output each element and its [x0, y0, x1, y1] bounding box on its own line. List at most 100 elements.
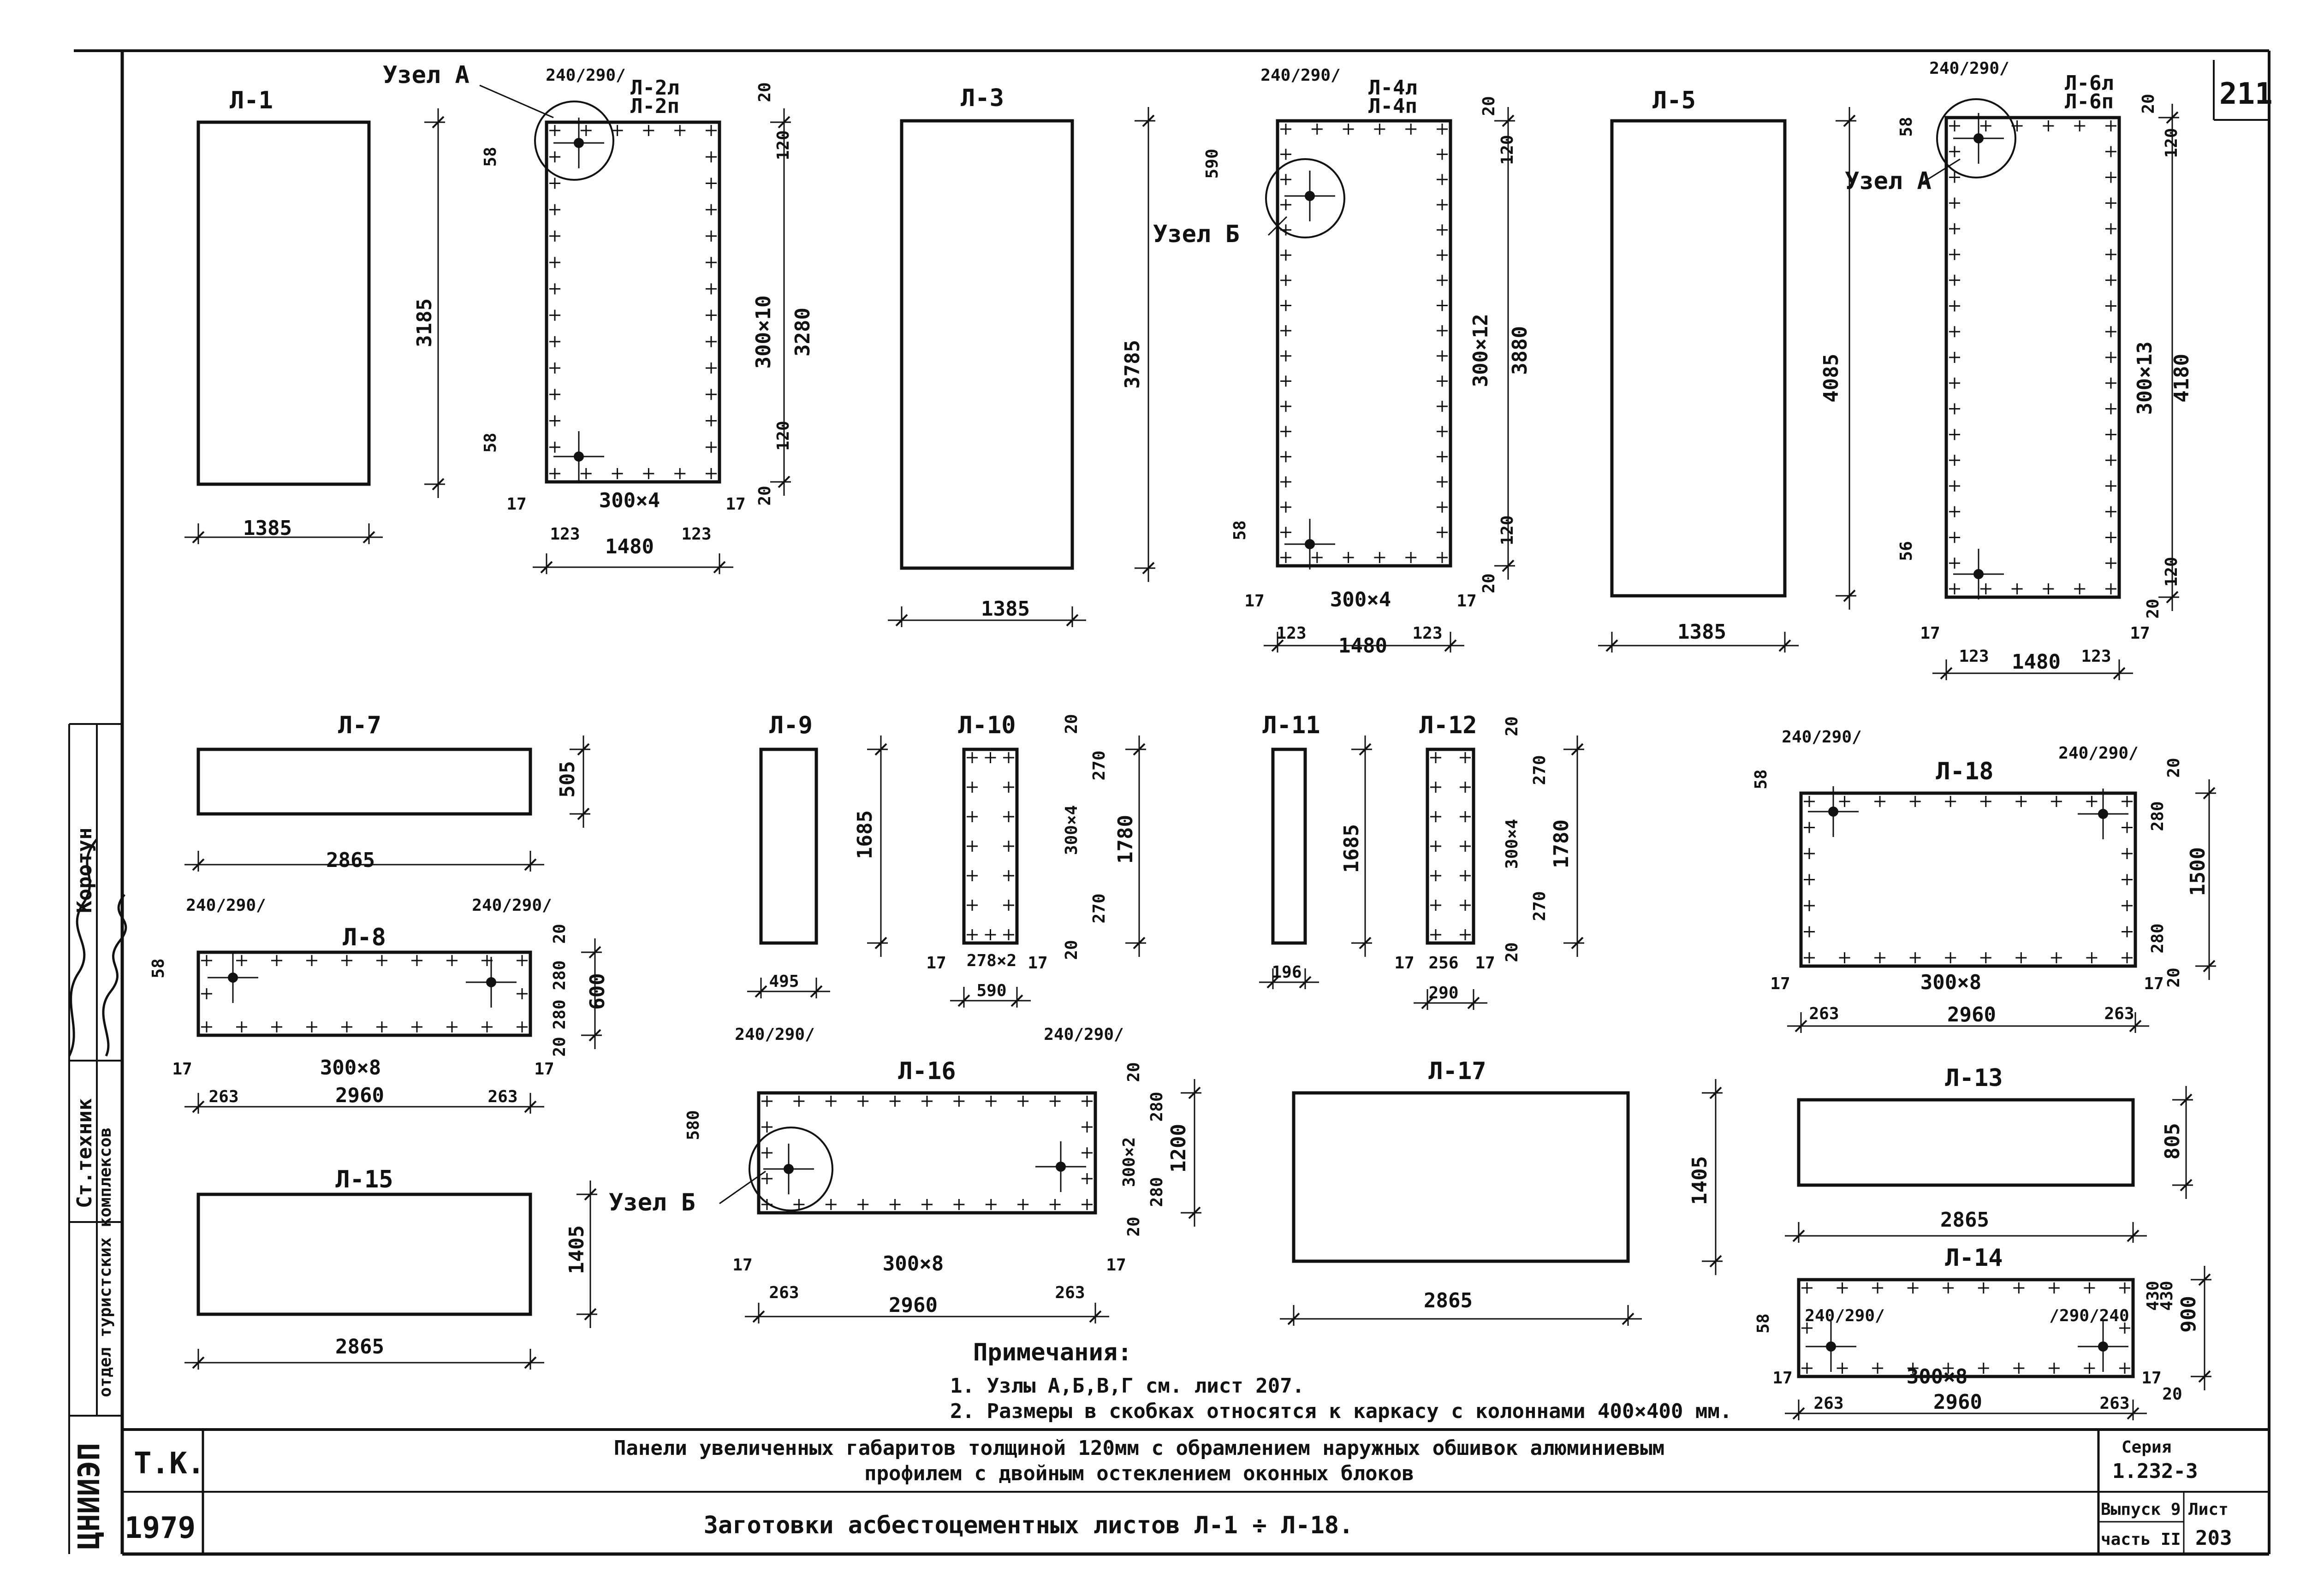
panel-l3 — [900, 119, 1074, 570]
l10-e2: 270 — [1090, 750, 1109, 780]
l18-pitch: 300×8 — [1920, 971, 1981, 994]
l8-height: 600 — [586, 973, 609, 1009]
l12-e2: 270 — [1530, 755, 1549, 785]
l15-vdim-tick — [584, 1188, 597, 1201]
l5-hdim-tick — [1605, 639, 1618, 652]
l18-vdim-tick — [2203, 787, 2216, 800]
l8-side-right: 17 — [534, 1060, 554, 1079]
l3-label: Л-3 — [961, 84, 1004, 112]
l5-hdim-tick — [1778, 639, 1791, 652]
l7-vdim-tick — [577, 743, 590, 756]
notes-title: Примечания: — [973, 1339, 1132, 1366]
l2-vdim-tick — [778, 475, 790, 488]
l12-e4: 20 — [1503, 942, 1521, 962]
l14-vdim-tick — [2198, 1273, 2211, 1286]
l2-off-top: 58 — [481, 147, 500, 166]
l17-hdim-tick — [1287, 1312, 1300, 1325]
l17-width: 2865 — [1424, 1289, 1473, 1312]
l4-label-bottom: Л-4п — [1368, 95, 1417, 118]
l8-hdim-tick — [192, 1100, 205, 1113]
l9-hdim-tick — [755, 985, 767, 998]
l3-vdim-tick — [1142, 562, 1155, 575]
l2-vdim-tick — [778, 116, 790, 129]
node-a-label-1: Узел А — [383, 61, 470, 89]
tb-year: 1979 — [125, 1511, 196, 1545]
l8-e2: 280 — [550, 960, 569, 990]
panel-l13 — [1797, 1098, 2135, 1187]
l14-e2: 430 — [2157, 1281, 2176, 1311]
l6-margin-right: 123 — [2081, 647, 2111, 666]
l14-e-right: 20 — [2162, 1385, 2182, 1404]
l18-e2: 280 — [2148, 801, 2167, 831]
l16-inner: 300×2 — [1120, 1137, 1139, 1187]
l2-side-left: 17 — [506, 495, 526, 514]
l13-hdim-tick — [2127, 1229, 2140, 1242]
l18-hdim-tick — [1795, 1020, 1807, 1032]
l16-margin-right: 263 — [1055, 1283, 1085, 1302]
l12-width: 290 — [1428, 984, 1458, 1003]
l9-vdim-tick — [874, 743, 887, 756]
l6-total: 4180 — [2170, 354, 2193, 403]
l4-top: 240/290/ — [1260, 66, 1340, 85]
tb-series: 1.232-3 — [2112, 1460, 2198, 1483]
l8-vdim-tick — [588, 946, 601, 959]
l16-e2: 280 — [1147, 1092, 1166, 1121]
l3-hdim-tick — [895, 614, 908, 627]
l8-off: 58 — [149, 958, 168, 978]
l18-off: 58 — [1752, 769, 1771, 789]
signature-2 — [102, 894, 127, 1057]
l5-width: 1385 — [1677, 620, 1726, 644]
l18-e1: 20 — [2164, 758, 2183, 777]
l18-top-right: 240/290/ — [2058, 744, 2138, 763]
l18-label: Л-18 — [1936, 758, 1993, 785]
panel-l17 — [1292, 1091, 1630, 1263]
l9-label: Л-9 — [769, 712, 813, 739]
l15-vdim-tick — [584, 1308, 597, 1321]
l4-total: 3880 — [1508, 326, 1532, 375]
l7-hdim-tick — [524, 858, 537, 871]
l3-vdim-tick — [1142, 114, 1155, 127]
l12-hdim-tick — [1467, 997, 1480, 1009]
panel-l10 — [962, 748, 1019, 945]
l3-height: 3785 — [1121, 340, 1144, 389]
l11-height: 1685 — [1340, 824, 1363, 873]
l8-pitch: 300×8 — [320, 1056, 381, 1080]
l4-side-left: 17 — [1244, 592, 1264, 611]
l10-pitch: 278×2 — [967, 951, 1016, 970]
l18-e3: 280 — [2148, 923, 2167, 953]
l8-top-left: 240/290/ — [186, 896, 266, 915]
panel-l11 — [1271, 748, 1307, 945]
l4-off-bot: 58 — [1230, 520, 1249, 540]
l2-hdim-tick — [540, 561, 553, 574]
l6-vdim-tick — [2166, 111, 2179, 124]
l16-pitch: 300×8 — [883, 1252, 944, 1276]
l1-width: 1385 — [243, 516, 292, 540]
l14-side-left: 17 — [1772, 1369, 1792, 1388]
l8-margin-left: 263 — [208, 1087, 238, 1106]
l14-top-left: 240/290/ — [1805, 1306, 1884, 1325]
node-b-circle-2 — [749, 1127, 833, 1211]
l17-hdim-tick — [1622, 1312, 1634, 1325]
l14-margin-left: 263 — [1813, 1394, 1843, 1413]
l6-top: 240/290/ — [1929, 59, 2009, 78]
tb-title-2: профилем с двойным остеклением оконных б… — [864, 1462, 1414, 1485]
panel-l5 — [1610, 119, 1787, 598]
l16-node-off: 580 — [684, 1110, 703, 1140]
l6-off-top: 58 — [1897, 117, 1916, 136]
l17-height: 1405 — [1688, 1156, 1712, 1205]
note-2: 2. Размеры в скобках относятся к каркасу… — [950, 1400, 1732, 1423]
l6-margin-left: 123 — [1959, 647, 1989, 666]
node-a-circle-2 — [1936, 98, 2016, 178]
l4-edge-bot: 20 — [1480, 573, 1498, 593]
l4-inner: 300×12 — [1469, 314, 1492, 387]
l16-top-right: 240/290/ — [1044, 1025, 1123, 1044]
l13-height: 805 — [2161, 1123, 2184, 1159]
panel-l8 — [196, 950, 532, 1037]
l18-side-left: 17 — [1770, 974, 1790, 993]
l2-inner: 300×10 — [752, 296, 775, 369]
l11-label: Л-11 — [1262, 712, 1320, 739]
l18-margin-left: 263 — [1809, 1004, 1839, 1023]
l11-vdim-tick — [1359, 743, 1372, 756]
l15-hdim-tick — [524, 1356, 537, 1369]
l1-vdim-tick — [432, 116, 445, 129]
